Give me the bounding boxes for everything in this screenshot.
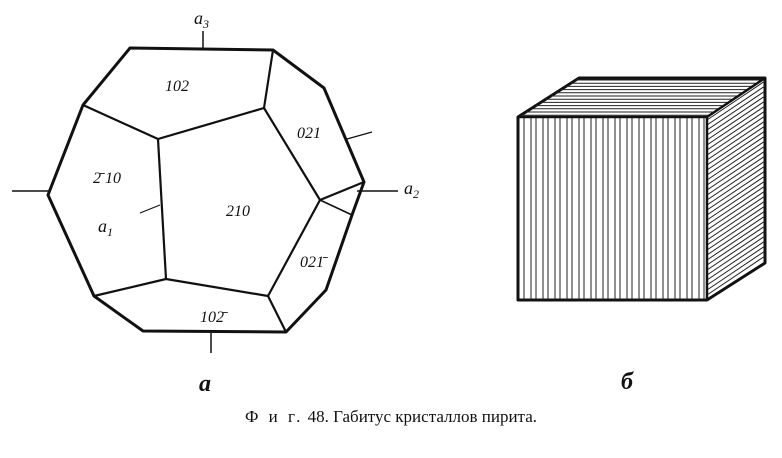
side-striation-line [706, 250, 766, 291]
side-striation-line [706, 210, 766, 251]
side-striation-line [706, 200, 766, 241]
face-label-top: 102 [165, 78, 189, 95]
edge-right-upper [319, 180, 365, 202]
caption-text: 48. Габитус кристаллов пирита. [307, 407, 537, 426]
pyritohedron-drawing [12, 31, 398, 353]
side-striation-line [706, 145, 766, 186]
side-striation-line [706, 245, 766, 286]
figure-canvas: 102 210 021 2̄ 10 021̄ 102̄ a3 a2 a1 а б [12, 8, 767, 397]
striated-cube-drawing [516, 76, 767, 302]
face-label-bottom: 102̄ [200, 309, 228, 326]
side-striation-line [706, 150, 766, 191]
side-striation-line [706, 215, 766, 256]
side-striation-line [706, 255, 766, 296]
side-striation-line [706, 225, 766, 266]
side-striation-line [706, 240, 766, 281]
side-striation-line [706, 110, 766, 151]
side-striation-line [706, 135, 766, 176]
side-striation-line [706, 175, 766, 216]
side-striation-line [706, 130, 766, 171]
cube-side-striations [706, 80, 766, 296]
side-striation-line [706, 115, 766, 156]
axis-label-a2: a2 [404, 178, 419, 201]
side-striation-line [706, 185, 766, 226]
edge-right-lower [319, 199, 353, 216]
edge-top-face [82, 49, 275, 141]
side-striation-line [706, 220, 766, 261]
side-striation-line [706, 190, 766, 231]
cube-front-striations [523, 117, 705, 300]
axis-label-a1: a1 [98, 216, 113, 239]
side-striation-line [706, 160, 766, 201]
face-label-upper-right: 021 [297, 125, 321, 142]
side-striation-line [706, 80, 766, 121]
side-striation-line [706, 90, 766, 131]
side-striation-line [706, 230, 766, 271]
side-striation-line [706, 95, 766, 136]
figure-caption: Ф и г. 48. Габитус кристаллов пирита. [0, 407, 782, 427]
side-striation-line [706, 140, 766, 181]
axis-upper-right-stub [346, 131, 373, 140]
cube-outline [516, 76, 767, 302]
side-striation-line [706, 105, 766, 146]
side-striation-line [706, 120, 766, 161]
panel-label-a: а [199, 371, 211, 397]
side-striation-line [706, 85, 766, 126]
edge-bottom-face [93, 277, 287, 333]
axis-a1-line [139, 204, 161, 214]
face-label-front: 210 [226, 203, 250, 220]
side-striation-line [706, 165, 766, 206]
side-striation-line [706, 180, 766, 221]
side-striation-line [706, 100, 766, 141]
cube-inner-edges [518, 115, 709, 300]
side-striation-line [706, 195, 766, 236]
panel-label-b: б [621, 369, 634, 395]
caption-prefix: Ф и г. [245, 407, 304, 426]
edge-front-left [156, 138, 168, 280]
cube-top-right-edge [706, 76, 766, 119]
side-striation-line [706, 235, 766, 276]
face-label-left: 2̄ 10 [93, 170, 121, 187]
side-striation-line [706, 205, 766, 246]
crystal-outline [46, 46, 366, 334]
face-label-lower-right: 021̄ [300, 254, 328, 271]
cube-top-striations [520, 79, 763, 116]
side-striation-line [706, 125, 766, 166]
side-striation-line [706, 170, 766, 211]
axis-label-a3: a3 [194, 8, 209, 31]
side-striation-line [706, 155, 766, 196]
